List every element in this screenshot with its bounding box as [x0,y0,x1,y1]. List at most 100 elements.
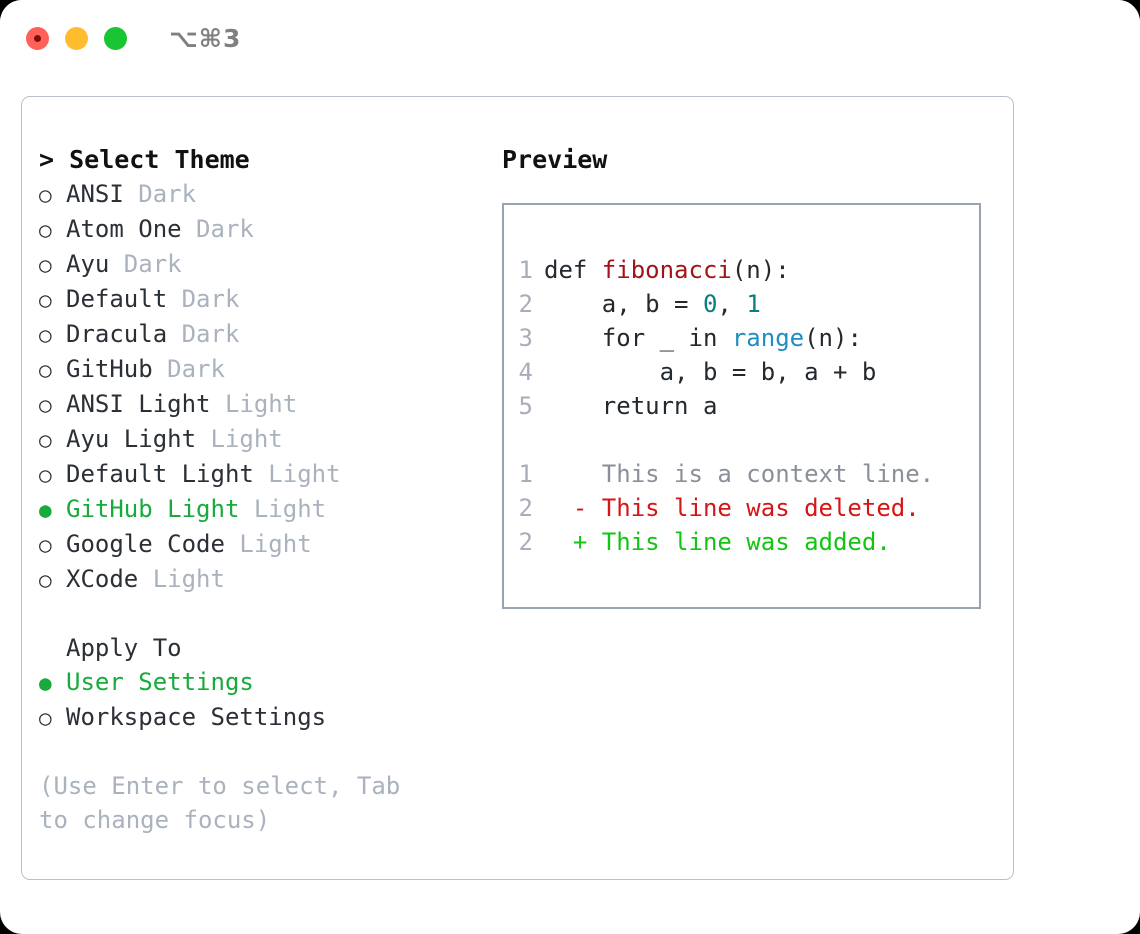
theme-option-label: Atom One [66,215,182,243]
radio-unselected-icon[interactable]: ○ [39,253,52,277]
diff-line-text: This is a context line. [601,460,935,488]
diff-line-marker [544,457,602,491]
keyboard-hint-text: (Use Enter to select, Tab to change focu… [39,772,401,834]
theme-option-dracula[interactable]: ○ Dracula Dark [39,317,502,352]
radio-unselected-icon[interactable]: ○ [39,706,52,730]
code-line-number: 2 [518,290,533,318]
radio-unselected-icon[interactable]: ○ [39,533,52,557]
diff-line-deleted: 2 - This line was deleted. [504,491,979,525]
section-spacer [39,597,502,631]
apply-to-header: ○ Apply To [39,631,502,665]
theme-option-label: Google Code [66,530,225,558]
theme-option-google-code[interactable]: ○ Google Code Light [39,527,502,562]
radio-unselected-icon[interactable]: ○ [39,568,52,592]
theme-list[interactable]: ○ ANSI Dark ○ Atom One Dark ○ Ayu Dark ○ Defaul… [39,177,502,597]
code-line-number: 4 [518,358,533,386]
radio-selected-icon[interactable]: ● [39,671,52,695]
code-token-plain: (n): [804,324,862,352]
code-token-plain: (n): [731,256,790,284]
minimize-button[interactable] [65,26,88,50]
theme-option-ansi[interactable]: ○ ANSI Dark [39,177,502,212]
theme-option-ayu-light[interactable]: ○Ayu Light Light [39,422,502,457]
theme-option-ayu[interactable]: ○ Ayu Dark [39,247,502,282]
radio-unselected-icon[interactable]: ○ [39,288,52,312]
radio-unselected-icon[interactable]: ○ [39,323,52,347]
theme-option-label: ANSI [66,180,124,208]
theme-option-category: Light [239,495,327,523]
code-token-plain: for _ in [544,324,732,352]
theme-option-category: Dark [167,285,240,313]
code-line-number: 5 [518,392,533,420]
theme-option-label: GitHub Light [66,495,240,523]
theme-option-github[interactable]: ○GitHub Dark [39,352,502,387]
apply-to-header-marker-spacer: ○ [39,631,66,665]
theme-option-label: GitHub [66,355,153,383]
apply-to-header-label: Apply To [66,634,182,662]
diff-line-text: This line was added. [601,528,891,556]
code-line-number: 3 [518,324,533,352]
theme-option-category: Dark [181,215,254,243]
theme-option-default-light[interactable]: ○Default Light Light [39,457,502,492]
theme-option-xcode[interactable]: ○XCode Light [39,562,502,597]
diff-line-number: 2 [518,528,533,556]
diff-line-number: 2 [518,494,533,522]
code-token-number: 1 [746,290,761,318]
code-line: 2 a, b = 0, 1 [504,287,979,321]
theme-option-category: Dark [109,250,182,278]
apply-to-option-label: User Settings [66,668,254,696]
code-line-content: def fibonacci(n): [544,253,790,287]
theme-option-category: Dark [123,180,197,208]
theme-option-label: ANSI Light [66,390,211,418]
radio-unselected-icon[interactable]: ○ [39,358,52,382]
theme-option-label: Default Light [66,460,254,488]
apply-to-option-workspace-settings[interactable]: ○Workspace Settings [39,700,502,735]
theme-option-category: Light [210,390,298,418]
code-token-plain: a, b = [544,290,703,318]
code-line-content: for _ in range(n): [544,321,862,355]
traffic-light-buttons [26,26,127,50]
theme-option-label: Ayu Light [66,425,197,453]
code-token-plain: , [717,290,747,318]
radio-unselected-icon[interactable]: ○ [39,428,52,452]
maximize-button[interactable] [104,26,127,50]
diff-line-number: 1 [518,460,533,488]
theme-option-category: Dark [167,320,240,348]
select-theme-header: > Select Theme [39,145,250,174]
theme-option-github-light[interactable]: ● GitHub Light Light [39,492,502,527]
diff-line-text: This line was deleted. [601,494,920,522]
code-line: 5 return a [504,389,979,423]
code-line: 3 for _ in range(n): [504,321,979,355]
code-token-plain: a, b = b, a + b [544,358,877,386]
theme-option-ansi-light[interactable]: ○ ANSI Light Light [39,387,502,422]
code-line-number: 1 [518,256,533,284]
code-line: 1 def fibonacci(n): [504,253,979,287]
theme-option-default[interactable]: ○ Default Dark [39,282,502,317]
theme-option-label: Dracula [66,320,168,348]
theme-option-category: Light [138,565,225,593]
close-button[interactable] [26,26,49,50]
radio-unselected-icon[interactable]: ○ [39,183,52,207]
diff-line-context: 1 This is a context line. [504,457,979,491]
code-line: 4 a, b = b, a + b [504,355,979,389]
keyboard-shortcut-label: ⌥⌘3 [169,23,242,53]
code-token-builtin: range [731,324,805,352]
apply-to-option-user-settings[interactable]: ● User Settings [39,665,502,700]
radio-unselected-icon[interactable]: ○ [39,463,52,487]
diff-line-marker: - [544,494,602,522]
radio-unselected-icon[interactable]: ○ [39,218,52,242]
theme-option-label: Default [66,285,168,313]
apply-to-list[interactable]: ● User Settings ○Workspace Settings [39,665,502,735]
code-line-content: a, b = 0, 1 [544,287,761,321]
window-titlebar: ⌥⌘3 [0,0,1140,76]
theme-option-label: Ayu [66,250,110,278]
theme-option-atom-one[interactable]: ○ Atom One Dark [39,212,502,247]
radio-unselected-icon[interactable]: ○ [39,393,52,417]
theme-option-category: Light [224,530,312,558]
code-diff-spacer [504,423,979,457]
code-line-content: return a [544,389,718,423]
radio-selected-icon[interactable]: ● [39,498,52,522]
